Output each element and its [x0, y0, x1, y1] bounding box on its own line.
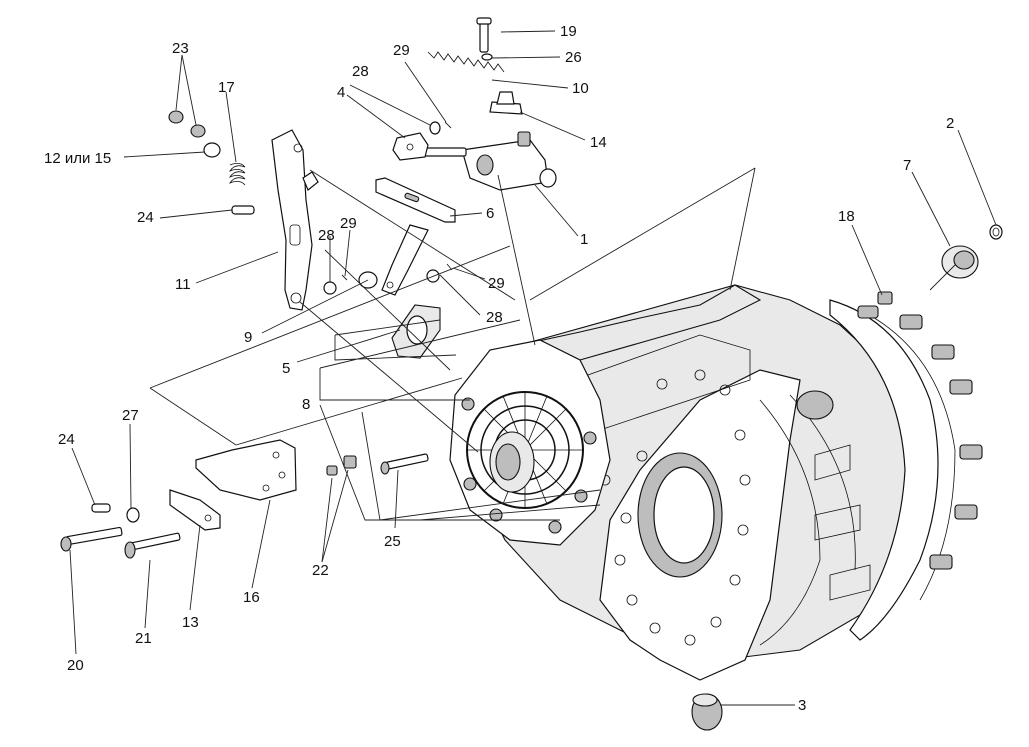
label-19: 19 [560, 23, 577, 40]
gasket-5 [391, 304, 441, 359]
label-24-bottom: 24 [58, 431, 75, 448]
label-14: 14 [590, 134, 607, 151]
nuts-22 [326, 455, 357, 476]
label-1: 1 [580, 231, 588, 248]
part-18-nut [877, 291, 893, 305]
label-13: 13 [182, 614, 199, 631]
lever-11 [271, 129, 319, 311]
part-labels: 19 26 10 14 1 2 7 18 3 23 17 12 или 15 2… [44, 23, 954, 714]
label-23: 23 [172, 40, 189, 57]
label-22: 22 [312, 562, 329, 579]
bolt-21 [124, 532, 181, 559]
bracket-6 [375, 177, 456, 223]
washer-27 [126, 507, 140, 523]
spring-10 [427, 51, 505, 73]
part-3-plug [691, 693, 723, 731]
label-8: 8 [302, 396, 310, 413]
cylinder-1 [417, 131, 557, 191]
bracket-16 [195, 439, 297, 501]
label-17: 17 [218, 79, 235, 96]
label-11: 11 [175, 276, 191, 293]
flange-holes [599, 369, 751, 646]
label-3: 3 [798, 697, 806, 714]
label-7: 7 [903, 157, 911, 174]
label-5: 5 [282, 360, 290, 377]
leader-lines [69, 30, 997, 706]
label-20: 20 [67, 657, 84, 674]
label-24-top: 24 [137, 209, 154, 226]
label-16: 16 [243, 589, 260, 606]
pin-24-top [231, 205, 255, 215]
front-cover [449, 339, 611, 546]
spring-17 [229, 163, 246, 186]
label-28-mid: 28 [318, 227, 335, 244]
drum-bolts [857, 305, 983, 570]
label-29-mid: 29 [340, 215, 357, 232]
pin-24-bottom [91, 503, 111, 513]
part-7-cap [941, 245, 979, 279]
label-28-top: 28 [352, 63, 369, 80]
fork-4 [392, 132, 429, 161]
label-10: 10 [572, 80, 589, 97]
bracket-13 [169, 489, 221, 531]
ring-26 [481, 53, 493, 61]
part-2-plug [989, 224, 1003, 240]
washers-28-29-top [429, 121, 452, 135]
bracket-14 [489, 91, 523, 115]
label-29-right: 29 [488, 275, 505, 292]
nuts-23 [168, 110, 206, 138]
label-28-right: 28 [486, 309, 503, 326]
label-4: 4 [337, 84, 345, 101]
label-18: 18 [838, 208, 855, 225]
link-9 [381, 224, 429, 296]
label-2: 2 [946, 115, 954, 132]
label-12-15: 12 или 15 [44, 150, 111, 167]
washer-12-15 [203, 142, 221, 158]
label-25: 25 [384, 533, 401, 550]
label-29-top: 29 [393, 42, 410, 59]
pin-19 [476, 17, 492, 53]
label-27: 27 [122, 407, 139, 424]
label-26: 26 [565, 49, 582, 66]
bolt-20 [60, 526, 123, 552]
label-6: 6 [486, 205, 494, 222]
label-21: 21 [135, 630, 152, 647]
label-9: 9 [244, 329, 252, 346]
bolt-25 [380, 453, 429, 475]
